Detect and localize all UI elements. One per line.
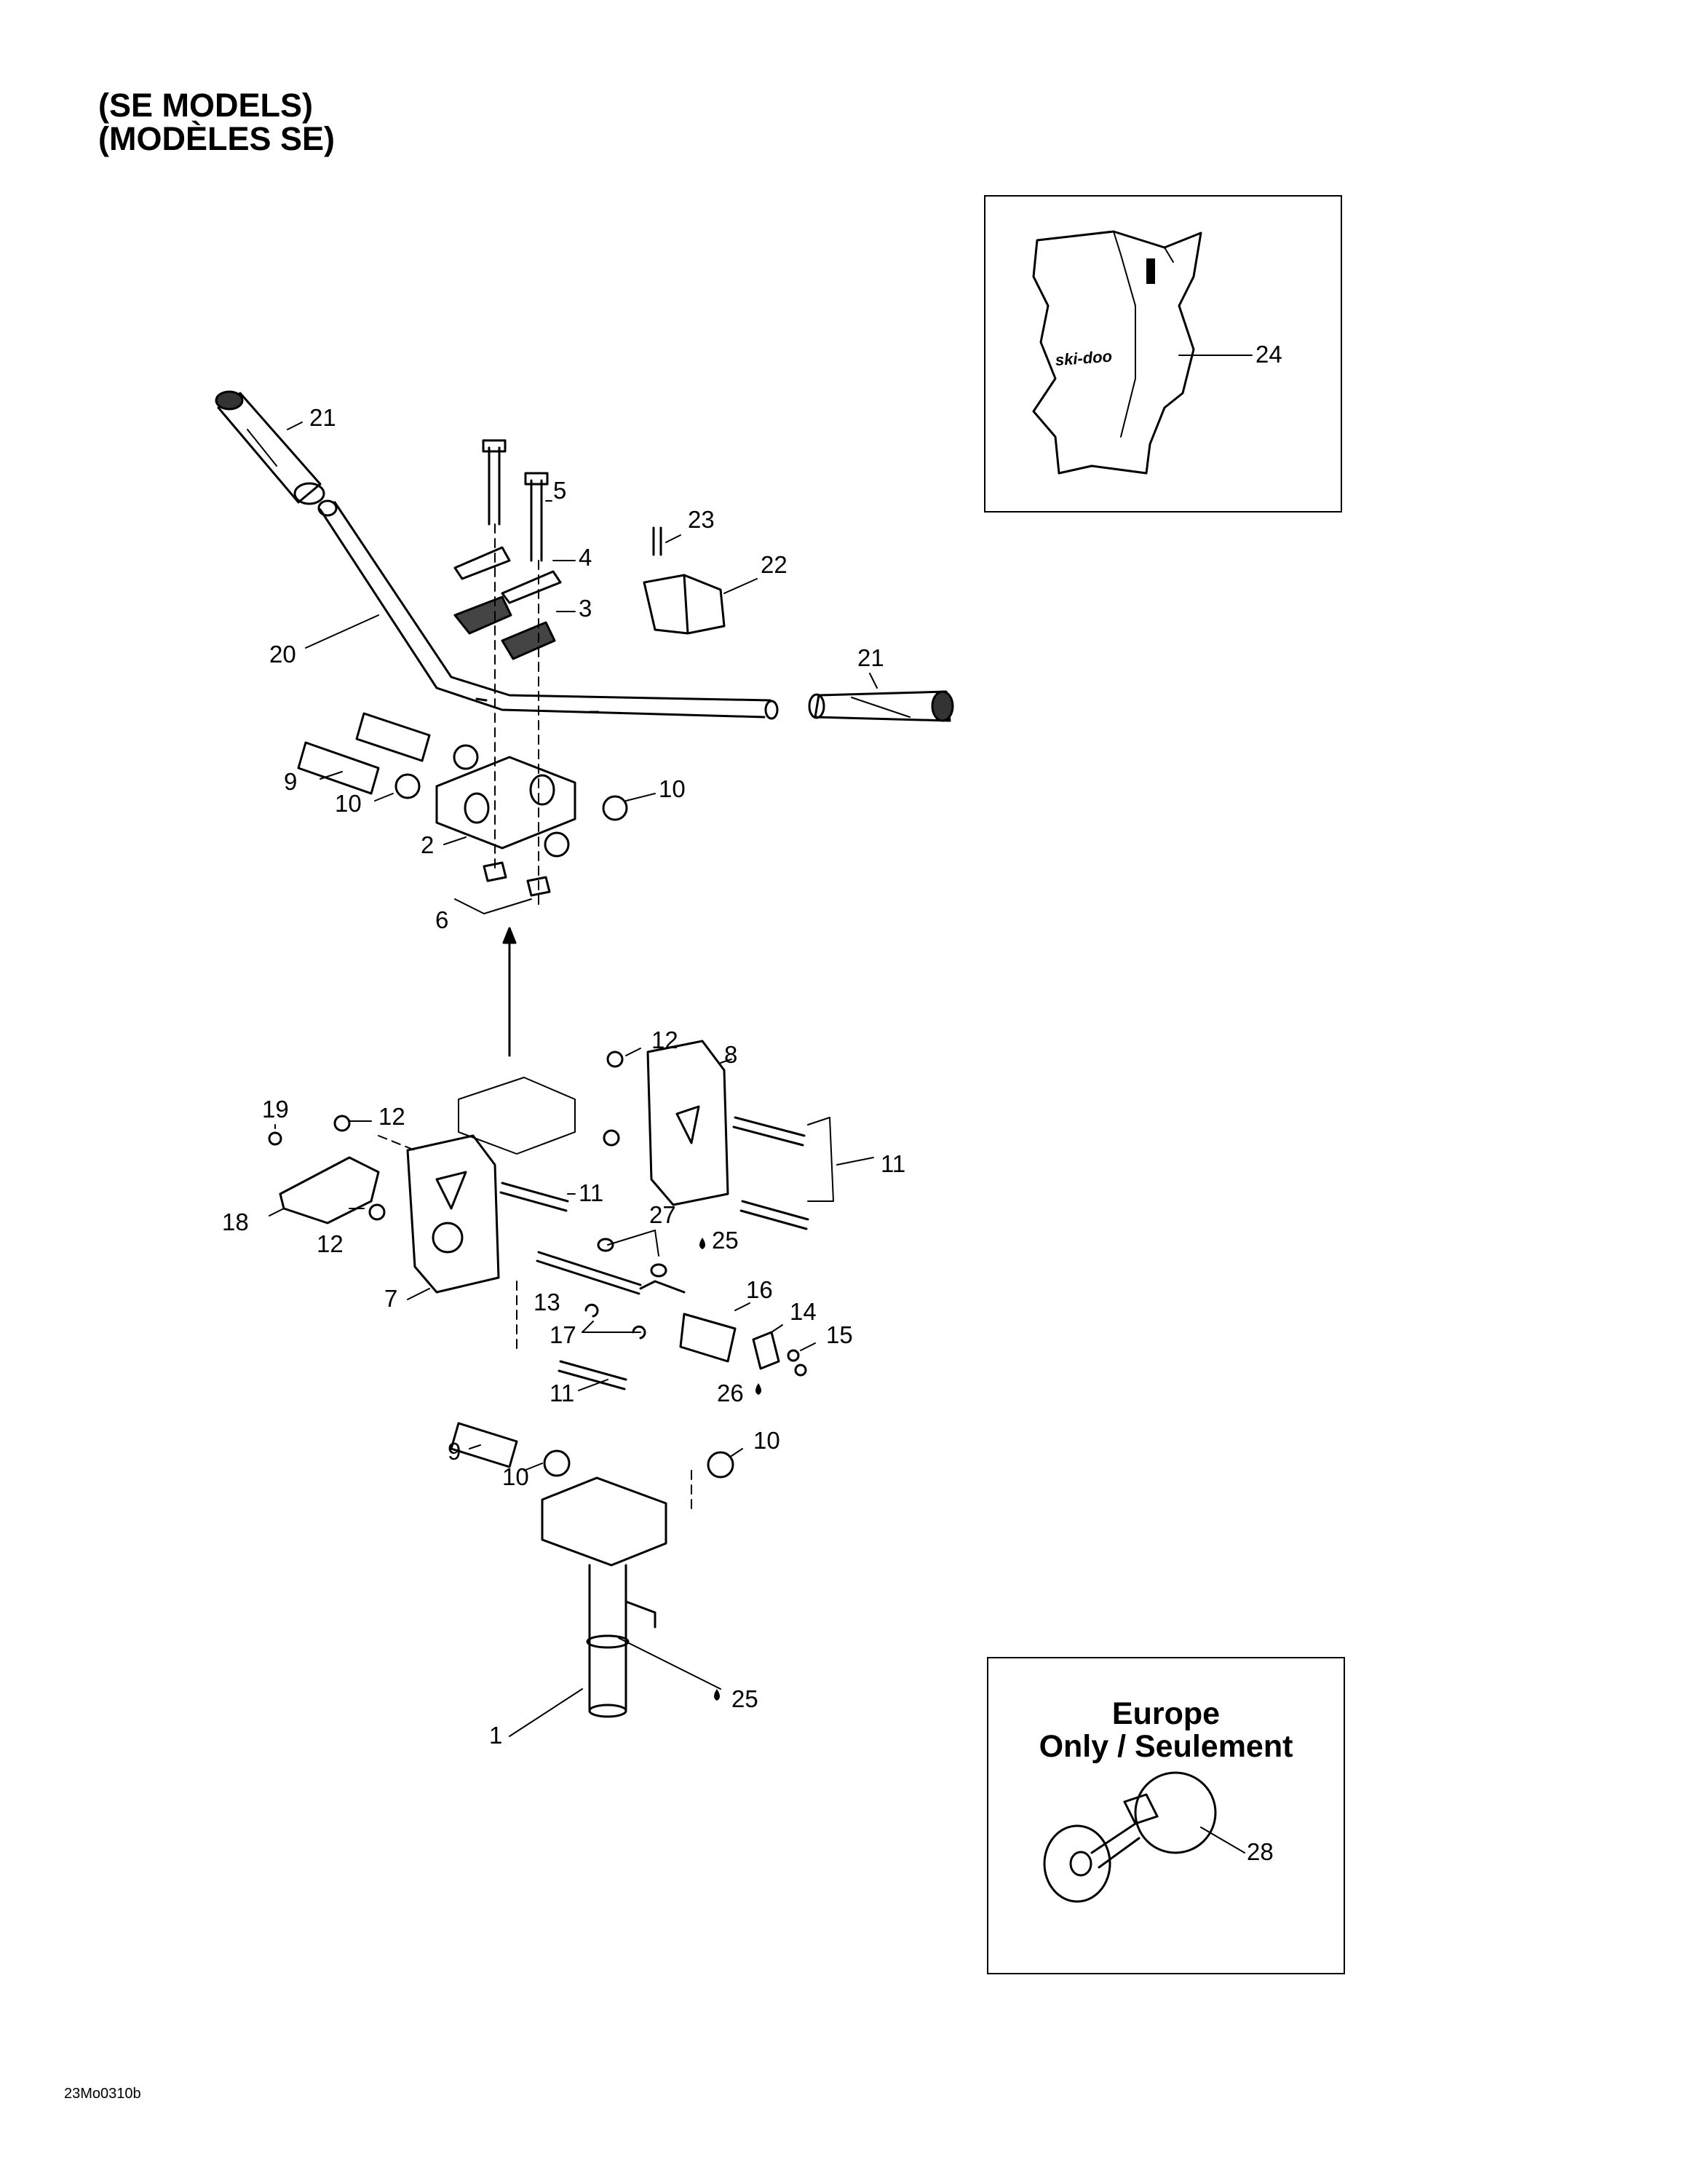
nuts-part [483, 861, 551, 897]
lever-bracket-part [279, 1156, 380, 1224]
callout-13: 13 [533, 1289, 560, 1315]
callout-11-c: 11 [550, 1380, 574, 1406]
switch-housing-part [643, 574, 726, 635]
callout-10-c: 10 [502, 1463, 529, 1490]
callout-15: 15 [826, 1321, 853, 1348]
lube-drop-icon [714, 1689, 720, 1701]
callout-21-right: 21 [857, 644, 884, 671]
washers-part [333, 1051, 624, 1221]
europe-note-line1: Europe [1111, 1696, 1221, 1731]
callout-9-upper: 9 [284, 768, 297, 795]
callout-19: 19 [262, 1096, 289, 1123]
bracket-left-part [406, 1134, 500, 1294]
bolt-group-bracket [807, 1117, 834, 1202]
callout-28: 28 [1247, 1838, 1274, 1865]
callout-14: 14 [790, 1298, 817, 1325]
europe-only-note: Europe Only / Seulement [988, 1698, 1344, 1763]
washers-27-part [597, 1238, 667, 1278]
spring-part [679, 1313, 737, 1363]
long-bolts-part [499, 1116, 809, 1390]
handlebar-cover-part: ski-doo [1032, 230, 1202, 475]
callout-11-a: 11 [881, 1150, 905, 1177]
callout-10-b: 10 [659, 775, 686, 802]
pins-upper-part [297, 712, 431, 795]
bracket-right-part [646, 1040, 729, 1206]
callout-21-left: 21 [309, 404, 336, 431]
clamp-bolts-part [482, 439, 549, 562]
clamps-part [453, 596, 556, 660]
callout-9-lower: 9 [448, 1438, 461, 1465]
callout-18: 18 [222, 1208, 249, 1235]
callout-24: 24 [1255, 341, 1282, 368]
lower-axis-lines [378, 1135, 692, 1515]
figure-code: 23Mo0310b [64, 2086, 141, 2102]
callout-10-a: 10 [335, 790, 362, 817]
upper-riser-part [435, 756, 576, 850]
callout-16: 16 [746, 1276, 773, 1303]
callout-labels: 24 28 21 21 5 4 3 23 22 20 9 10 10 2 6 1… [222, 341, 1282, 1865]
callout-11-b: 11 [579, 1179, 603, 1206]
clips-part [584, 1303, 646, 1340]
callout-23: 23 [688, 506, 715, 533]
callout-12-b: 12 [317, 1230, 344, 1257]
callout-4: 4 [579, 544, 592, 571]
bushings-lower-part [543, 1449, 734, 1479]
cover-logo: ski-doo [1055, 347, 1113, 369]
set-screw-part [652, 526, 662, 556]
callout-25-a: 25 [712, 1227, 739, 1254]
steering-column-part [541, 1476, 667, 1718]
inset-europe-horn: Europe Only / Seulement [987, 1657, 1345, 1974]
callout-22: 22 [761, 551, 788, 578]
callout-5: 5 [553, 477, 566, 504]
screws-15-part [787, 1349, 807, 1377]
callout-12-a: 12 [378, 1103, 405, 1130]
horn-part [1043, 1771, 1217, 1903]
europe-note-line2: Only / Seulement [1039, 1729, 1293, 1764]
title-line-fr: (MODÈLES SE) [98, 120, 336, 157]
lube-drop-icon [755, 1383, 761, 1395]
plate-14-part [752, 1331, 780, 1370]
callout-27: 27 [649, 1201, 676, 1228]
grip-right-part [808, 690, 954, 722]
screw-19-part [268, 1131, 282, 1146]
title-line-en: (SE MODELS) [98, 87, 314, 124]
riser-block-ghost [458, 1077, 576, 1155]
lubricant-symbols [699, 1238, 761, 1701]
bushings-upper-part [394, 744, 628, 858]
assembly-axis-lines [494, 523, 539, 911]
callout-26: 26 [717, 1380, 744, 1406]
handlebar-part [317, 499, 779, 720]
callout-6: 6 [435, 906, 448, 933]
callout-25-b: 25 [731, 1685, 758, 1712]
rod-part [536, 1251, 686, 1295]
pin-lower-part [450, 1422, 518, 1468]
callout-12-c: 12 [651, 1026, 678, 1053]
callout-7: 7 [384, 1285, 397, 1312]
callout-2: 2 [421, 831, 434, 858]
callout-3: 3 [579, 595, 592, 622]
callout-8: 8 [724, 1041, 737, 1068]
clamp-plates-part [453, 546, 562, 604]
leader-lines [269, 355, 1253, 1853]
callout-10-d: 10 [753, 1427, 780, 1454]
callout-1: 1 [489, 1722, 502, 1749]
grip-left-part [215, 390, 325, 505]
callout-17: 17 [550, 1321, 576, 1348]
assembly-arrow [502, 927, 517, 1057]
page-title: (SE MODELS) (MODÈLES SE) [98, 89, 335, 156]
lube-drop-icon [699, 1238, 705, 1249]
callout-20: 20 [269, 641, 296, 668]
